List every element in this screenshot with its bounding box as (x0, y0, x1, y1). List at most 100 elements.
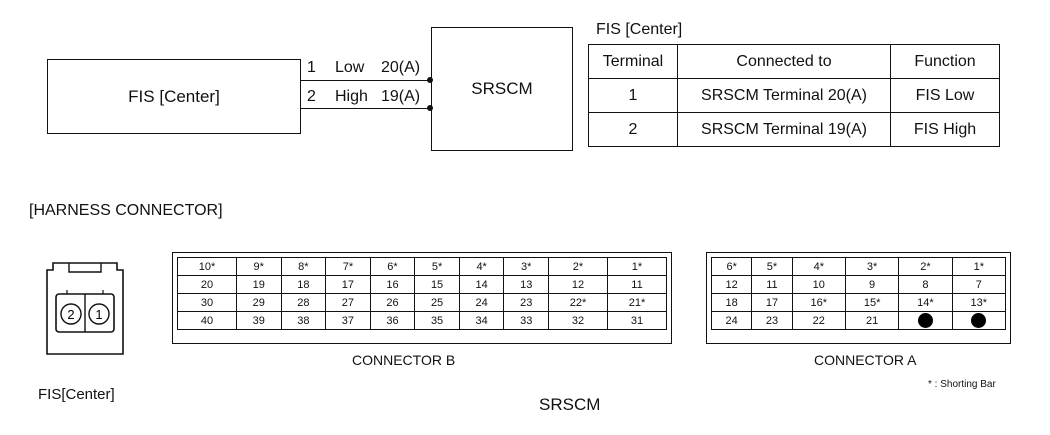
connector-b-pin-cell: 3* (503, 257, 550, 276)
connector-a-pin-cell: 22 (791, 311, 846, 330)
srscm-caption: SRSCM (539, 395, 601, 414)
fis-table-cell: FIS High (890, 112, 1000, 147)
connector-b-pin-cell: 30 (177, 293, 237, 312)
connector-a-pin-cell: 5* (751, 257, 793, 276)
wire-high (301, 108, 431, 109)
connector-a-pin-cell: 16* (791, 293, 846, 312)
wire-high-pin: 2 (307, 88, 316, 105)
connector-b-pin-cell: 35 (414, 311, 460, 330)
fis-table-cell: FIS Low (890, 78, 1000, 113)
connector-b-pin-cell: 22* (548, 293, 608, 312)
connector-b-pin-cell: 13 (503, 275, 550, 294)
connector-a-pin-cell: 15* (844, 293, 900, 312)
fis-table-header-row: Terminal Connected to Function (588, 44, 1000, 79)
connector-b-pin-cell: 6* (369, 257, 416, 276)
connector-b-pin-cell: 32 (548, 311, 608, 330)
connector-b-pin-cell: 17 (325, 275, 371, 294)
connector-b-pin-cell: 12 (548, 275, 608, 294)
connector-a-pin-cell: 8 (898, 275, 953, 294)
connector-b-pin-cell: 29 (235, 293, 282, 312)
table-row: 1 SRSCM Terminal 20(A) FIS Low (588, 78, 1000, 113)
filled-pin-dot (971, 313, 987, 328)
connector-b-pin-cell: 8* (280, 257, 327, 276)
wire-high-terminal: 19(A) (381, 88, 421, 105)
fis-table-header-terminal: Terminal (588, 44, 678, 79)
connector-b-frame (172, 252, 672, 344)
fis-connector-pin-2: 2 (67, 307, 74, 322)
connector-b-pin-cell: 5* (414, 257, 460, 276)
connector-b-pin-cell: 15 (414, 275, 460, 294)
connector-b-label: CONNECTOR B (352, 352, 456, 368)
fis-connector-drawing: 2 1 (46, 262, 124, 355)
connector-b-pin-cell: 14 (458, 275, 505, 294)
fis-table-cell: 2 (588, 112, 678, 147)
fis-center-box: FIS [Center] (47, 59, 301, 134)
srscm-box-label: SRSCM (471, 79, 533, 98)
connector-b-pin-cell: 9* (235, 257, 282, 276)
wire-high-junction (427, 105, 433, 111)
wire-low-name: Low (335, 59, 365, 76)
connector-a-pin-cell: 11 (751, 275, 793, 294)
connector-a-pin-cell: 23 (751, 311, 793, 330)
connector-a-pin-cell: 18 (710, 293, 753, 312)
connector-a-pin-cell: 7 (951, 275, 1007, 294)
wire-low (301, 80, 431, 81)
connector-a-pin-cell: 21 (844, 311, 900, 330)
connector-b-pin-cell: 23 (503, 293, 550, 312)
fis-center-box-label: FIS [Center] (128, 86, 220, 106)
connector-b-pin-cell: 21* (606, 293, 668, 312)
connector-a-filled-pin (898, 311, 953, 330)
filled-pin-dot (917, 313, 933, 328)
connector-a-pin-cell: 3* (844, 257, 900, 276)
connector-b-pin-cell: 20 (177, 275, 237, 294)
connector-b-pin-cell: 27 (325, 293, 371, 312)
connector-a-pin-cell: 14* (898, 293, 953, 312)
wire-high-name: High (335, 88, 368, 105)
connector-b-pin-cell: 18 (280, 275, 327, 294)
connector-a-label: CONNECTOR A (814, 352, 917, 368)
fis-table-title: FIS [Center] (596, 21, 683, 38)
connector-b-pin-cell: 11 (606, 275, 668, 294)
table-row: 10*9*8*7*6*5*4*3*2*1* (177, 257, 668, 276)
connector-b-pin-cell: 38 (280, 311, 327, 330)
connector-b-pin-cell: 19 (235, 275, 282, 294)
connector-b-pin-cell: 4* (458, 257, 505, 276)
connector-a-pin-cell: 24 (710, 311, 753, 330)
connector-a-frame (706, 252, 1011, 344)
fis-table-header-connected-to: Connected to (677, 44, 891, 79)
connector-a-filled-pin (951, 311, 1007, 330)
wire-low-junction (427, 77, 433, 83)
connector-b-pin-cell: 40 (177, 311, 237, 330)
connector-a-pin-cell: 1* (951, 257, 1007, 276)
connector-a-pin-cell: 2* (898, 257, 953, 276)
connector-b-pin-cell: 26 (369, 293, 416, 312)
fis-table-cell: SRSCM Terminal 19(A) (677, 112, 891, 147)
wire-low-pin: 1 (307, 59, 316, 76)
fis-table-cell: 1 (588, 78, 678, 113)
table-row: 6*5*4*3*2*1* (710, 257, 1007, 276)
connector-b-pin-cell: 39 (235, 311, 282, 330)
connector-b-pin-cell: 37 (325, 311, 371, 330)
connector-b-pin-cell: 33 (503, 311, 550, 330)
connector-a-pin-cell: 17 (751, 293, 793, 312)
connector-a-pin-cell: 10 (791, 275, 846, 294)
fis-connector-pin-1: 1 (95, 307, 102, 322)
connector-b-pin-cell: 7* (325, 257, 371, 276)
connector-b-pin-cell: 16 (369, 275, 416, 294)
connector-a-pin-cell: 12 (710, 275, 753, 294)
connector-a-pin-cell: 9 (844, 275, 900, 294)
connector-b-pin-cell: 10* (177, 257, 237, 276)
connector-b-pin-cell: 28 (280, 293, 327, 312)
connector-a-pin-cell: 6* (710, 257, 753, 276)
connector-b-pin-cell: 2* (548, 257, 608, 276)
wire-low-terminal: 20(A) (381, 59, 421, 76)
connector-b-pin-cell: 25 (414, 293, 460, 312)
fis-connector-caption: FIS[Center] (38, 386, 115, 403)
connector-b-pin-cell: 36 (369, 311, 416, 330)
